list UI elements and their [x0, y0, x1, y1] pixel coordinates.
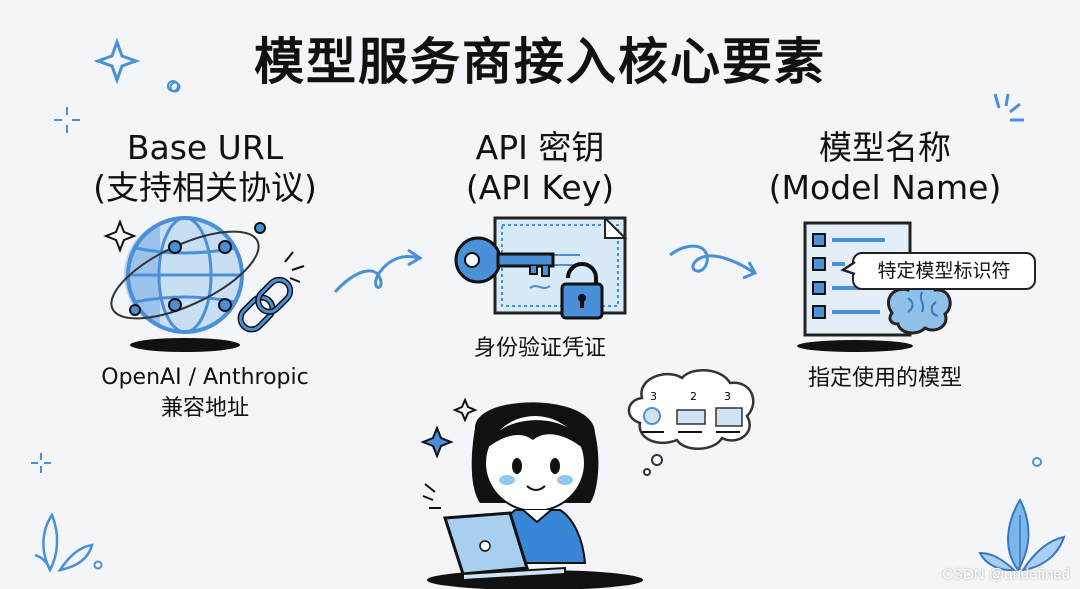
- base-url-heading: Base URL: [126, 128, 284, 167]
- thought-number-2: 2: [690, 390, 697, 403]
- mini-globe-icon: [643, 407, 661, 425]
- sparkle-left-icon: [54, 107, 80, 133]
- base-url-caption-1: OpenAI / Anthropic: [101, 365, 309, 390]
- key-lock-certificate-icon: [454, 215, 628, 320]
- dot-top-icon: [169, 81, 181, 93]
- thought-number-1: 3: [650, 390, 657, 403]
- dot-right-icon: [1032, 457, 1042, 467]
- model-name-heading: 模型名称: [819, 128, 951, 167]
- thought-number-3: 3: [724, 390, 731, 403]
- sparkle-bottom-left-icon: [31, 453, 51, 473]
- arrow-2-icon: [669, 244, 758, 280]
- girl-laptop-illustration: [420, 397, 643, 589]
- api-key-caption: 身份验证凭证: [473, 336, 607, 361]
- plant-right-icon: [978, 497, 1066, 572]
- api-key-subheading: (API Key): [465, 168, 615, 207]
- brain-icon: [886, 281, 952, 335]
- model-name-subheading: (Model Name): [768, 168, 1002, 207]
- arrow-1-icon: [333, 248, 423, 294]
- bubble-tail-icon: [840, 260, 856, 276]
- base-url-caption-2: 兼容地址: [160, 396, 250, 421]
- watermark: CSDN @undefined: [942, 566, 1070, 583]
- chain-link-icon: [237, 276, 294, 333]
- model-identifier-bubble: 特定模型标识符: [852, 252, 1036, 290]
- thought-bubble: 3 2 3: [627, 369, 755, 476]
- model-name-caption: 指定使用的模型: [807, 366, 963, 391]
- globe-link-icon: [103, 216, 305, 352]
- api-key-heading: API 密钥: [475, 128, 605, 167]
- plant-left-icon: [34, 512, 103, 573]
- page-title: 模型服务商接入核心要素: [254, 33, 826, 91]
- sparkle-right-icon: [993, 93, 1024, 122]
- mini-list-icon: [715, 407, 743, 427]
- base-url-subheading: (支持相关协议): [93, 168, 317, 207]
- mini-key-icon: [676, 409, 706, 425]
